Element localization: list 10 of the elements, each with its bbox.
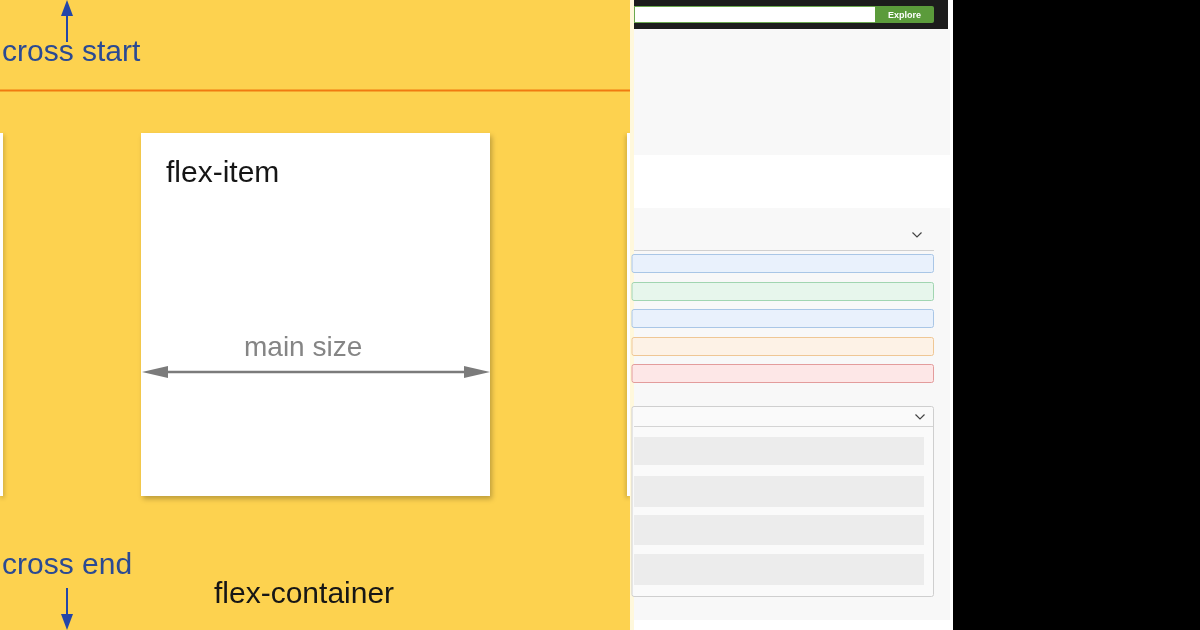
- explore-button: Explore: [875, 6, 934, 23]
- partial-item-box: [0, 133, 3, 496]
- container-label: flex-container: [214, 576, 395, 611]
- flex-item-box: [141, 133, 490, 496]
- axis-label: cross end: [2, 547, 133, 582]
- item-label: flex-item: [166, 155, 280, 190]
- axis-label: cross start: [2, 34, 141, 69]
- flex-container-panel: [0, 0, 630, 630]
- partial-item-box: [627, 133, 630, 496]
- dimension-label: main size: [244, 331, 363, 364]
